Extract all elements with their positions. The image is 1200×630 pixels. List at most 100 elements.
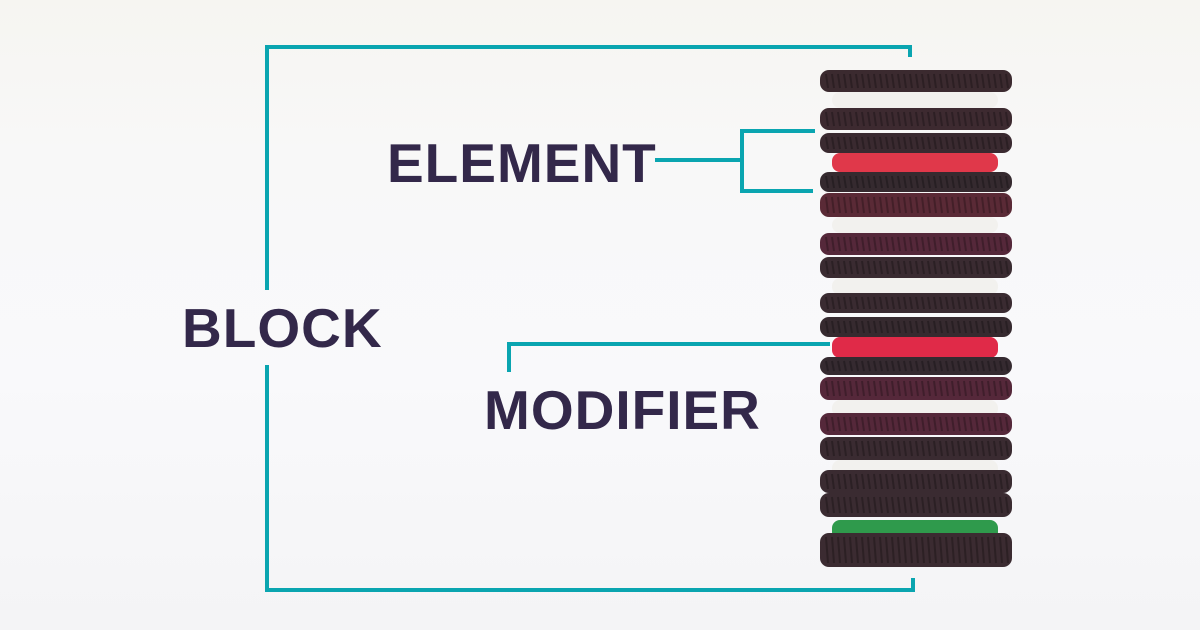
wafer-ridge bbox=[921, 380, 925, 397]
wafer-ridge bbox=[957, 296, 961, 310]
modifier-label: MODIFIER bbox=[484, 379, 761, 441]
wafer-ridge bbox=[921, 496, 925, 514]
wafer-layer bbox=[820, 172, 1012, 192]
wafer-ridge bbox=[987, 360, 991, 372]
wafer-layer bbox=[820, 377, 1012, 400]
wafer-ridge bbox=[891, 260, 895, 275]
wafer-ridge bbox=[933, 236, 937, 252]
wafer-ridge bbox=[1005, 236, 1009, 252]
wafer-ridge bbox=[927, 175, 931, 189]
wafer-ridge bbox=[837, 416, 841, 432]
wafer-ridge bbox=[915, 175, 919, 189]
wafer-ridge bbox=[897, 296, 901, 310]
wafer-ridge bbox=[831, 380, 835, 397]
wafer-ridge bbox=[987, 236, 991, 252]
wafer-ridge bbox=[837, 73, 841, 89]
wafer-ridge bbox=[855, 111, 859, 127]
wafer-ridge bbox=[825, 536, 829, 564]
wafer-ridge bbox=[975, 111, 979, 127]
wafer-ridge bbox=[969, 260, 973, 275]
wafer-ridge bbox=[987, 196, 991, 214]
wafer-ridge bbox=[999, 320, 1003, 334]
wafer-ridge bbox=[927, 196, 931, 214]
wafer-ridge bbox=[903, 440, 907, 457]
wafer-ridge bbox=[915, 73, 919, 89]
wafer-ridge bbox=[897, 380, 901, 397]
wafer-ridge bbox=[903, 296, 907, 310]
wafer-ridge bbox=[921, 416, 925, 432]
wafer-ridge bbox=[969, 416, 973, 432]
wafer-ridge bbox=[999, 260, 1003, 275]
wafer-ridge bbox=[897, 175, 901, 189]
wafer-layer bbox=[820, 413, 1012, 435]
wafer-ridge bbox=[909, 320, 913, 334]
wafer-ridge bbox=[843, 380, 847, 397]
wafer-ridge bbox=[975, 296, 979, 310]
wafer-ridge bbox=[843, 360, 847, 372]
wafer-ridge bbox=[975, 496, 979, 514]
wafer-ridge bbox=[855, 136, 859, 150]
wafer-ridge bbox=[927, 496, 931, 514]
wafer-layer bbox=[820, 357, 1012, 375]
wafer-ridge bbox=[903, 360, 907, 372]
wafer-layer bbox=[820, 533, 1012, 567]
wafer-ridge bbox=[993, 73, 997, 89]
wafer-ridge bbox=[933, 175, 937, 189]
wafer-ridge bbox=[933, 416, 937, 432]
wafer-ridge bbox=[915, 236, 919, 252]
wafer-ridge bbox=[975, 360, 979, 372]
wafer-ridge bbox=[963, 496, 967, 514]
wafer-ridge bbox=[879, 380, 883, 397]
wafer-ridge bbox=[939, 536, 943, 564]
wafer-ridge bbox=[849, 473, 853, 490]
wafer-ridge bbox=[891, 196, 895, 214]
wafer-ridge bbox=[969, 73, 973, 89]
wafer-ridge bbox=[873, 260, 877, 275]
wafer-ridge bbox=[909, 196, 913, 214]
wafer-ridge bbox=[975, 175, 979, 189]
wafer-ridge bbox=[939, 360, 943, 372]
wafer-ridge bbox=[855, 73, 859, 89]
wafer-ridge bbox=[939, 196, 943, 214]
wafer-ridge bbox=[849, 536, 853, 564]
wafer-ridge bbox=[927, 360, 931, 372]
wafer-ridge bbox=[981, 296, 985, 310]
wafer-ridge bbox=[885, 111, 889, 127]
wafer-ridge bbox=[945, 196, 949, 214]
wafer-ridge bbox=[825, 320, 829, 334]
wafer-ridge bbox=[981, 175, 985, 189]
wafer-ridge bbox=[933, 536, 937, 564]
wafer-ridge bbox=[921, 236, 925, 252]
wafer-ridge bbox=[909, 360, 913, 372]
wafer-ridge bbox=[903, 320, 907, 334]
wafer-ridge bbox=[837, 136, 841, 150]
wafer-ridge bbox=[873, 380, 877, 397]
wafer-ridge bbox=[1005, 136, 1009, 150]
wafer-ridge bbox=[969, 536, 973, 564]
wafer-ridge bbox=[897, 320, 901, 334]
wafer-ridge bbox=[843, 440, 847, 457]
wafer-ridge bbox=[909, 175, 913, 189]
wafer-ridge bbox=[999, 473, 1003, 490]
wafer-ridge bbox=[879, 360, 883, 372]
wafer-ridge bbox=[825, 175, 829, 189]
wafer-ridge bbox=[999, 236, 1003, 252]
cream-layer bbox=[832, 153, 998, 172]
wafer-ridge bbox=[945, 380, 949, 397]
wafer-ridge bbox=[969, 196, 973, 214]
wafer-ridge bbox=[915, 380, 919, 397]
wafer-ridge bbox=[915, 496, 919, 514]
wafer-ridge bbox=[933, 496, 937, 514]
wafer-ridge bbox=[843, 536, 847, 564]
wafer-ridge bbox=[915, 136, 919, 150]
wafer-ridge bbox=[831, 136, 835, 150]
wafer-ridge bbox=[837, 380, 841, 397]
wafer-ridge bbox=[945, 175, 949, 189]
wafer-ridge bbox=[987, 380, 991, 397]
wafer-ridge bbox=[867, 440, 871, 457]
wafer-ridge bbox=[861, 175, 865, 189]
wafer-ridge bbox=[993, 260, 997, 275]
wafer-ridge bbox=[969, 380, 973, 397]
wafer-ridge bbox=[885, 296, 889, 310]
